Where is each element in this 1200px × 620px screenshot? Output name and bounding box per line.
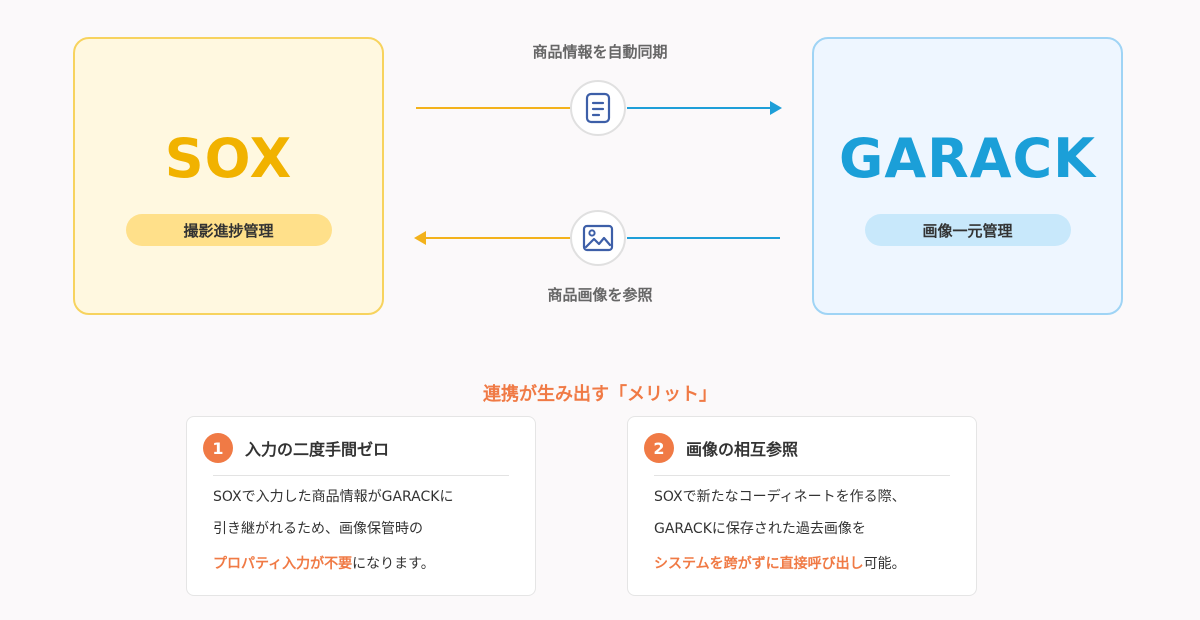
document-icon [570, 80, 626, 136]
garack-system-name: GARACK [839, 127, 1096, 190]
sync-flow-line-right [627, 107, 772, 109]
merit-card-header: 2 画像の相互参照 [644, 433, 798, 463]
divider [213, 475, 509, 476]
merit-card-text-line-2: GARACKに保存された過去画像を [654, 521, 866, 537]
merit-card-text-line-3: システムを跨がずに直接呼び出し可能。 [654, 553, 906, 573]
number-badge: 2 [644, 433, 674, 463]
merit-card-title: 画像の相互参照 [686, 440, 799, 459]
highlight-text: プロパティ入力が不要 [213, 556, 353, 572]
sox-role-badge: 撮影進捗管理 [125, 214, 332, 246]
merit-card-text-line-1: SOXで入力した商品情報がGARACKに [213, 489, 454, 505]
merit-card-text-line-1: SOXで新たなコーディネートを作る際、 [654, 489, 906, 505]
image-icon [570, 210, 626, 266]
merit-card-title: 入力の二度手間ゼロ [245, 440, 390, 459]
sync-flow-label: 商品情報を自動同期 [532, 43, 668, 61]
merit-card-text-line-2: 引き継がれるため、画像保管時の [213, 521, 423, 537]
body-text: 可能。 [863, 556, 906, 572]
sync-flow-line-left [416, 107, 571, 109]
merit-card-1: 1 入力の二度手間ゼロ SOXで入力した商品情報がGARACKに 引き継がれるた… [186, 416, 536, 596]
sox-system-name: SOX [164, 127, 293, 190]
sync-arrowhead-right [770, 101, 782, 115]
highlight-text: システムを跨がずに直接呼び出し [654, 556, 864, 572]
sox-system-box: SOX 撮影進捗管理 [73, 37, 384, 315]
body-text: になります。 [352, 556, 435, 572]
reference-flow-line-right [627, 237, 780, 239]
merit-card-header: 1 入力の二度手間ゼロ [203, 433, 389, 463]
merit-card-text-line-3: プロパティ入力が不要になります。 [213, 553, 435, 573]
reference-flow-label: 商品画像を参照 [547, 286, 653, 304]
number-badge: 1 [203, 433, 233, 463]
reference-flow-line-left [424, 237, 571, 239]
garack-system-box: GARACK 画像一元管理 [812, 37, 1123, 315]
divider [654, 475, 950, 476]
merits-heading: 連携が生み出す「メリット」 [483, 384, 717, 405]
merit-card-2: 2 画像の相互参照 SOXで新たなコーディネートを作る際、 GARACKに保存さ… [627, 416, 977, 596]
garack-role-badge: 画像一元管理 [864, 214, 1071, 246]
reference-arrowhead-left [414, 231, 426, 245]
